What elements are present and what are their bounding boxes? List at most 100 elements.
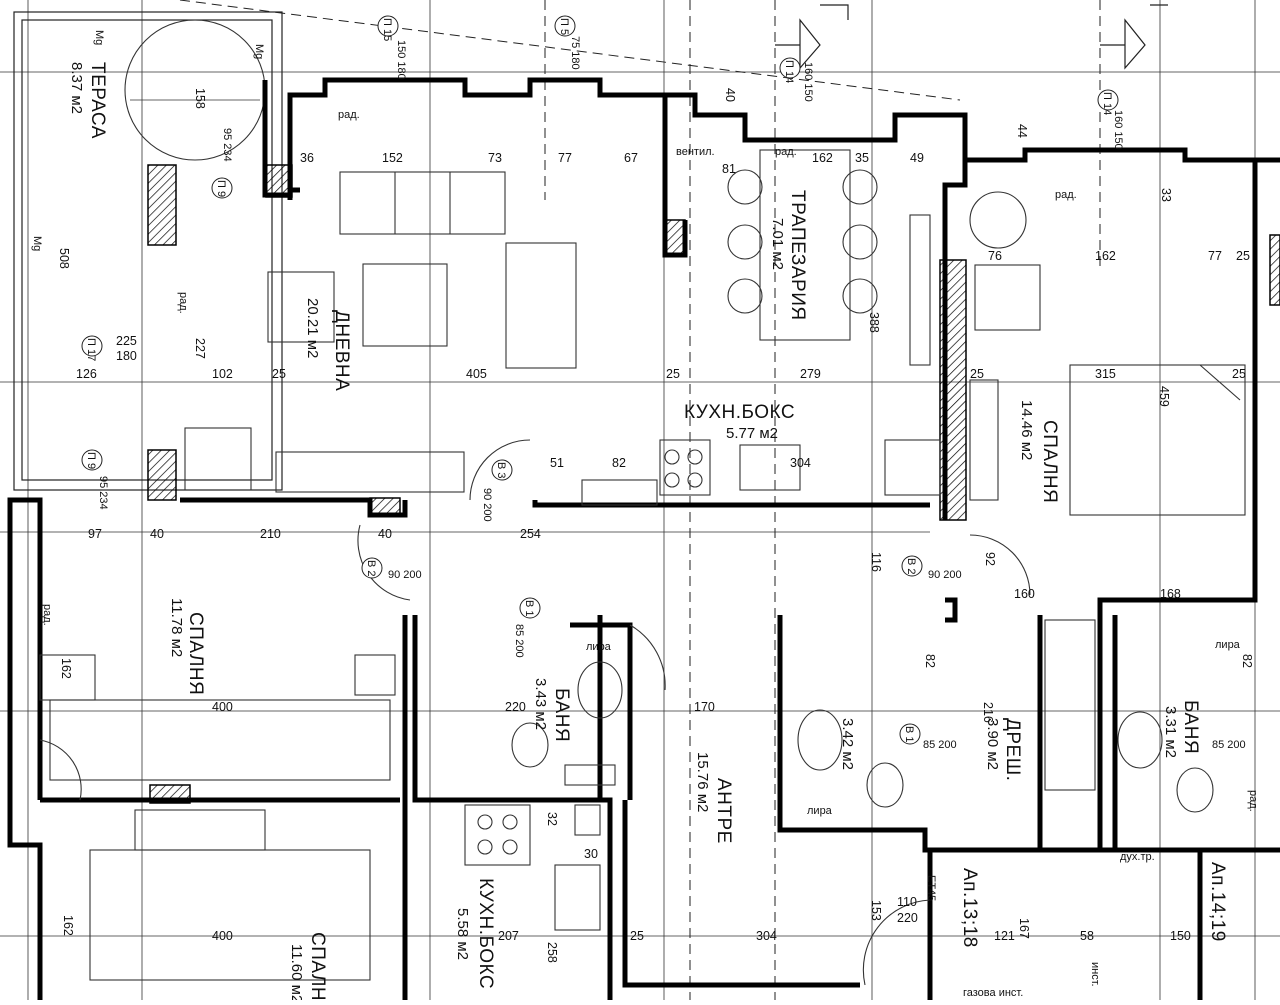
dimension: 33 (1159, 188, 1173, 202)
dimension: 158 (193, 88, 207, 109)
dimension: 116 (869, 552, 883, 572)
opening-tag: В 2 (365, 560, 377, 577)
dimension: 58 (1080, 929, 1094, 943)
radiator-label: рад. (177, 292, 189, 314)
dimension: 97 (88, 527, 102, 541)
dimension: 25 (630, 929, 644, 943)
opening-tag: П 14 (1101, 92, 1113, 115)
installation-label: инст. (1089, 962, 1101, 987)
room-name-dining: ТРАПЕЗАРИЯ (787, 190, 808, 321)
room-area-bath1: 3.43 м2 (532, 678, 549, 730)
dimension: 400 (212, 929, 233, 943)
opening-tag: П 17 (85, 338, 97, 361)
apartment-13-label: Ап.13;18 (959, 868, 980, 948)
radiator-label: рад. (41, 604, 53, 626)
opening-tag: П 9 (215, 180, 227, 197)
dimension: 82 (923, 654, 937, 668)
dimension: 25 (666, 367, 680, 381)
room-name-hall: АНТРЕ (713, 778, 734, 844)
opening-tag: В 1 (523, 600, 535, 617)
room-name-bedroom-left: СПАЛНЯ (185, 612, 206, 695)
opening-tag: 85 200 (513, 624, 525, 658)
opening-tag: П 15 (381, 18, 393, 41)
dimension: 49 (910, 151, 924, 165)
radiator-label: рад. (1247, 790, 1259, 812)
dimension: 167 (1017, 918, 1031, 939)
dimension: 225 (116, 334, 137, 348)
dimension: 152 (382, 151, 403, 165)
opening-tag: В 2 (905, 558, 917, 575)
room-name-terrace: ТЕРАСА (87, 62, 108, 139)
opening-tag: 90 200 (388, 569, 422, 581)
room-area-bedroom-right: 14.46 м2 (1018, 400, 1035, 460)
section-markers (775, 4, 1168, 70)
dimension: 153 (869, 900, 883, 921)
dimension: 25 (1232, 367, 1246, 381)
room-name-bath1: БАНЯ (551, 688, 572, 742)
opening-tag: П 14 (783, 60, 795, 83)
room-name-closet: ДРЕШ. (1002, 718, 1023, 781)
room-area-kitchen2: 5.58 м2 (454, 908, 471, 960)
dimension: 207 (498, 929, 519, 943)
elt-label: ЕТ45 (925, 875, 937, 901)
dimension: 162 (1095, 249, 1116, 263)
room-area-terrace: 8.37 м2 (68, 62, 85, 114)
room-name-bedroom-bottom: СПАЛНЯ (307, 932, 328, 1000)
room-area-closet: 3.90 м2 (984, 718, 1001, 770)
dimension: 162 (59, 658, 73, 679)
dimension: 459 (1157, 386, 1171, 407)
dimension: 254 (520, 527, 541, 541)
dimension: 126 (76, 367, 97, 381)
walls (7, 77, 1280, 1000)
dimension: 40 (150, 527, 164, 541)
dimension: 304 (790, 456, 811, 470)
room-area-living: 20.21 м2 (304, 298, 321, 358)
radiator-label: рад. (338, 109, 360, 121)
annotations: рад. рад. рад. рад. рад. рад. лира лира … (41, 109, 1259, 999)
room-name-bath3: БАНЯ (1180, 700, 1201, 754)
opening-tag: В 1 (903, 726, 915, 743)
material-tag: Мg (31, 236, 43, 251)
dimension: 388 (867, 312, 881, 333)
dimension: 30 (584, 847, 598, 861)
dimension: 220 (505, 700, 526, 714)
dimension: 25 (970, 367, 984, 381)
dimension: 25 (1236, 249, 1250, 263)
dimension: 220 (897, 911, 918, 925)
dimension: 216 (981, 702, 995, 723)
room-area-bath3: 3.31 м2 (1162, 706, 1179, 758)
room-name-living: ДНЕВНА (331, 310, 352, 391)
dimension: 160 (1014, 587, 1035, 601)
dimension: 168 (1160, 587, 1181, 601)
opening-tag: 160 150 (1112, 110, 1124, 150)
dimension: 170 (694, 700, 715, 714)
dimension: 210 (260, 527, 281, 541)
dimension: 102 (212, 367, 233, 381)
dimension: 92 (983, 552, 997, 566)
opening-tag: 95 234 (97, 476, 109, 510)
dimension: 121 (994, 929, 1015, 943)
room-area-hall: 15.76 м2 (694, 752, 711, 812)
dimension: 76 (988, 249, 1002, 263)
dimension: 73 (488, 151, 502, 165)
room-area-kitchen: 5.77 м2 (726, 425, 778, 442)
opening-tags: П 15 150 180 П 5 75 180 П 14 160 150 П 1… (31, 15, 1246, 751)
duct-label: дух.тр. (1120, 851, 1155, 863)
dimension: 150 (1170, 929, 1191, 943)
dimension: 81 (722, 162, 736, 176)
dimension: 40 (723, 88, 737, 102)
room-name-kitchen: КУХН.БОКС (684, 402, 795, 423)
dimension: 35 (855, 151, 869, 165)
gas-installation-label: газова инст. (963, 987, 1023, 999)
opening-tag: П 9 (85, 452, 97, 469)
dimension: 304 (756, 929, 777, 943)
dimension: 180 (116, 349, 137, 363)
door-swings (39, 439, 1031, 986)
furniture (39, 149, 1246, 981)
dimension: 82 (612, 456, 626, 470)
dimensions: 36 152 73 77 67 81 162 35 49 76 162 77 2… (57, 88, 1254, 963)
lyre-label: лира (1215, 639, 1241, 651)
columns (147, 164, 1280, 804)
